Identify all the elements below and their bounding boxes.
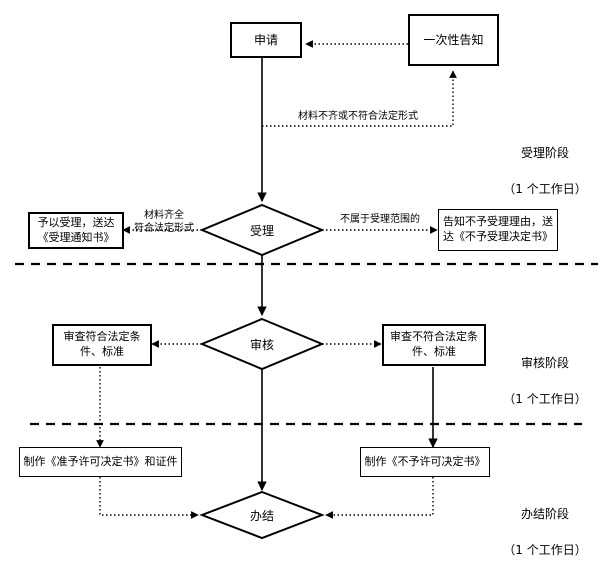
node-accept-no[interactable]: 告知不予受理理由，送 达《不予受理决定书》 — [438, 209, 558, 251]
flowchart-canvas — [15, 40, 598, 540]
stage-label-completion: 办结阶段 （1 个工作日） — [489, 487, 601, 577]
node-review-fail-label: 审查不符合法定条 件、标准 — [390, 330, 478, 358]
stage-label-acceptance-duration: （1 个工作日） — [503, 182, 587, 196]
edge-label-materials-complete-text: 材料齐全 符合法定形式 — [134, 210, 194, 234]
stage-label-review-duration: （1 个工作日） — [503, 392, 587, 406]
accept-decision-diamond — [199, 203, 325, 257]
edge-label-materials-incomplete-text: 材料不齐或不符合法定形式 — [298, 111, 418, 122]
node-accept-yes-label: 予以受理，送达 《受理通知书》 — [37, 215, 115, 244]
node-apply-label: 申请 — [253, 32, 278, 47]
node-apply[interactable]: 申请 — [230, 22, 302, 58]
node-permit-deny-label: 制作《不予许可决定书》 — [364, 454, 486, 468]
node-permit-grant-label: 制作《准予许可决定书》和证件 — [23, 454, 178, 468]
complete-diamond — [199, 490, 325, 540]
stage-label-acceptance: 受理阶段 （1 个工作日） — [489, 126, 601, 216]
edge-label-out-of-scope: 不属于受理范围的 — [330, 200, 430, 226]
review-decision-diamond — [199, 317, 325, 371]
edge-label-out-of-scope-text: 不属于受理范围的 — [340, 214, 420, 225]
stage-label-completion-name: 办结阶段 — [520, 507, 569, 521]
edge-deny-to-complete — [325, 477, 434, 519]
node-permit-deny[interactable]: 制作《不予许可决定书》 — [360, 447, 490, 477]
stage-label-acceptance-name: 受理阶段 — [520, 146, 569, 160]
node-one-time-notice[interactable]: 一次性告知 — [408, 14, 499, 66]
edge-label-materials-complete: 材料齐全 符合法定形式 — [128, 196, 200, 235]
node-review-pass[interactable]: 审查符合法定条 件、标准 — [52, 324, 152, 366]
node-accept-yes[interactable]: 予以受理，送达 《受理通知书》 — [28, 212, 124, 249]
stage-label-review: 审核阶段 （1 个工作日） — [489, 336, 601, 426]
node-review-pass-label: 审查符合法定条 件、标准 — [63, 330, 141, 358]
node-accept-no-label: 告知不予受理理由，送 达《不予受理决定书》 — [443, 215, 553, 243]
stage-label-completion-duration: （1 个工作日） — [503, 543, 587, 557]
edge-grant-to-complete — [99, 477, 199, 519]
edge-label-materials-incomplete: 材料不齐或不符合法定形式 — [286, 97, 430, 123]
node-permit-grant[interactable]: 制作《准予许可决定书》和证件 — [19, 447, 182, 477]
node-one-time-notice-label: 一次性告知 — [423, 32, 484, 47]
node-review-fail[interactable]: 审查不符合法定条 件、标准 — [382, 324, 486, 366]
stage-label-review-name: 审核阶段 — [520, 356, 569, 370]
